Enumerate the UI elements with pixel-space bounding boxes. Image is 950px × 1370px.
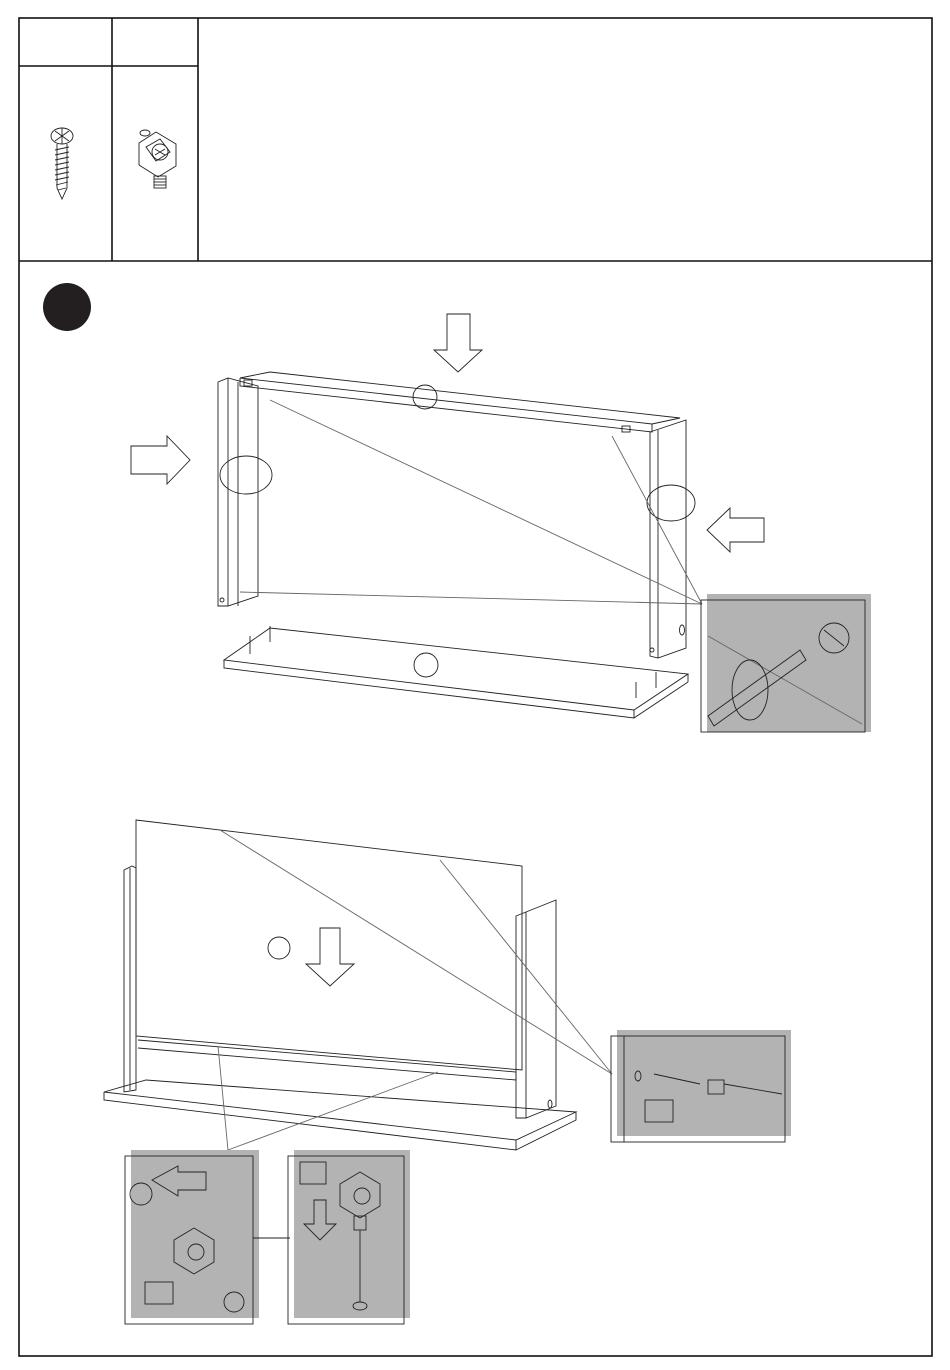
down-arrow-icon <box>434 314 482 372</box>
step-number-badge <box>43 283 91 331</box>
down-arrow-icon <box>306 928 354 986</box>
parts-table <box>19 18 932 261</box>
part-marker-circle <box>268 937 290 959</box>
part-marker-circle <box>414 653 438 677</box>
figure-top-assembly <box>131 314 871 732</box>
top-rail-panel <box>240 372 680 432</box>
bracket-fix-detail <box>288 1150 410 1324</box>
left-arrow-icon <box>707 508 764 552</box>
corner-bracket-cam-icon <box>139 130 176 188</box>
left-side-panel <box>124 866 136 1092</box>
back-panel <box>136 820 522 1070</box>
right-arrow-icon <box>131 436 190 484</box>
left-side-panel <box>218 378 258 606</box>
part-marker-circle <box>413 385 437 409</box>
figure-bottom-assembly <box>104 820 791 1324</box>
bracket-insert-detail <box>125 1150 259 1324</box>
cam-dowel-detail <box>701 594 871 732</box>
right-side-panel <box>650 420 686 658</box>
bottom-panel <box>104 1080 576 1150</box>
bottom-panel <box>224 626 688 718</box>
wood-screw-icon <box>51 128 73 199</box>
bolt-insert-detail <box>611 1030 791 1142</box>
